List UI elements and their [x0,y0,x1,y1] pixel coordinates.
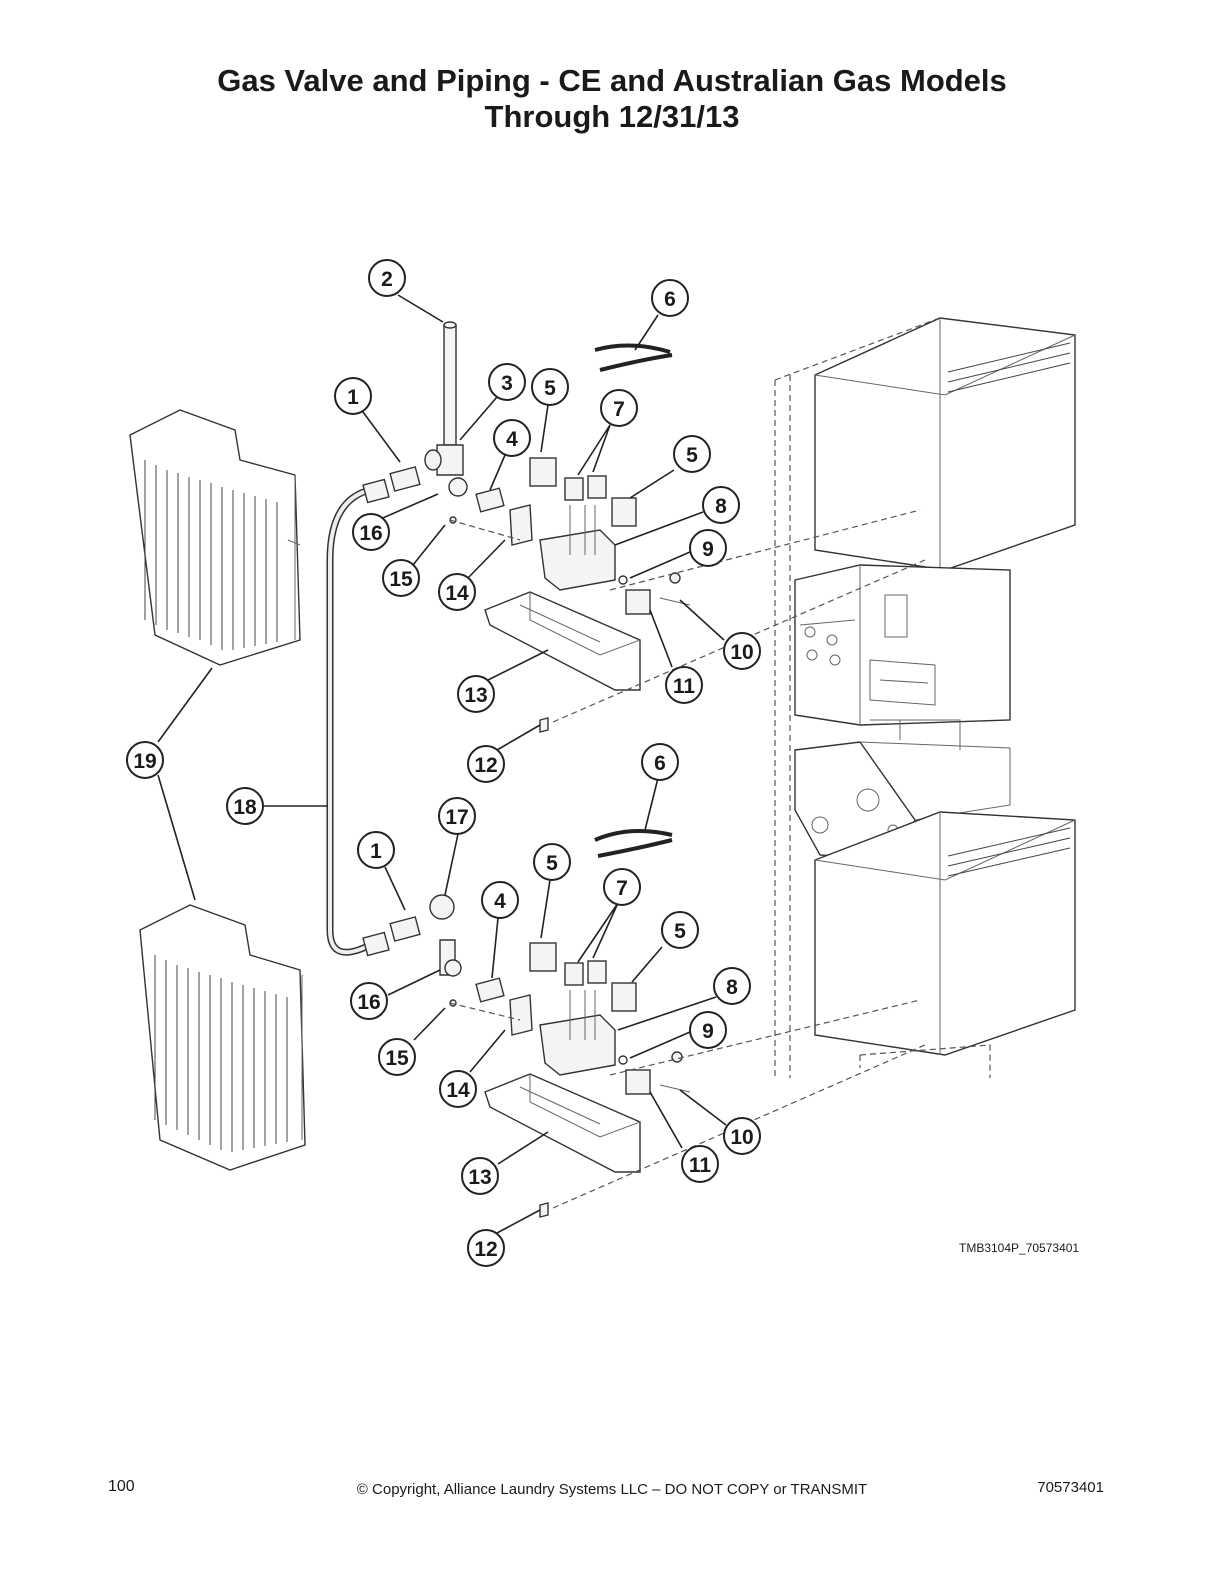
leader-lines [157,294,727,1234]
heat-shield-upper [129,409,301,666]
callout-8: 8 [702,486,740,524]
callout-5: 5 [673,435,711,473]
gas-supply-pipe [424,321,468,497]
svg-text:14: 14 [446,1079,470,1102]
callout-5: 5 [533,843,571,881]
callout-1: 1 [334,377,372,415]
svg-text:7: 7 [616,877,628,900]
svg-text:6: 6 [654,752,666,775]
callout-14: 14 [438,573,476,611]
upper-cabinet-vents [947,342,1071,393]
svg-text:15: 15 [385,1047,409,1070]
svg-text:5: 5 [546,852,558,875]
svg-text:18: 18 [233,796,257,819]
drawing-number: TMB3104P_70573401 [959,1241,1080,1255]
page-number: 100 [108,1478,135,1495]
svg-text:5: 5 [544,377,556,400]
callout-14: 14 [439,1070,477,1108]
callout-6: 6 [641,743,679,781]
svg-text:15: 15 [389,568,413,591]
callout-11: 11 [665,666,703,704]
copyright-notice: © Copyright, Alliance Laundry Systems LL… [356,1481,868,1498]
callout-11: 11 [681,1145,719,1183]
svg-text:8: 8 [726,976,738,999]
svg-text:6: 6 [664,288,676,311]
callout-10: 10 [723,632,761,670]
callout-4: 4 [481,881,519,919]
lower-cabinet-vents [947,827,1071,877]
svg-text:5: 5 [686,444,698,467]
callout-4: 4 [493,419,531,457]
heat-shield-lower [139,904,306,1171]
callout-16: 16 [350,982,388,1020]
flexible-gas-line [326,486,372,956]
callout-16: 16 [352,513,390,551]
svg-text:13: 13 [464,684,487,707]
lower-fittings [362,894,533,1036]
svg-text:8: 8 [715,495,727,518]
callout-9: 9 [689,1011,727,1049]
callout-6: 6 [651,279,689,317]
callout-12: 12 [467,745,505,783]
callout-7: 7 [600,389,638,427]
callout-5: 5 [531,368,569,406]
callout-3: 3 [488,363,526,401]
callout-9: 9 [689,529,727,567]
callout-8: 8 [713,967,751,1005]
callout-1: 1 [357,831,395,869]
shield-vent-slots-upper [144,460,278,650]
callout-18: 18 [226,787,264,825]
page-title: Gas Valve and Piping - CE and Australian… [217,63,1007,98]
callout-7: 7 [603,868,641,906]
svg-text:11: 11 [673,675,696,698]
callout-19: 19 [126,741,164,779]
svg-text:16: 16 [357,991,380,1014]
callout-17: 17 [438,797,476,835]
callout-5: 5 [661,911,699,949]
gas-valve-assembly-lower [529,942,691,1095]
svg-text:16: 16 [359,522,382,545]
svg-text:13: 13 [468,1166,491,1189]
valve-mounting-bracket-lower [484,1073,641,1173]
svg-text:1: 1 [347,386,359,409]
callout-15: 15 [382,559,420,597]
upper-fittings [362,466,533,546]
callout-13: 13 [457,675,495,713]
svg-text:17: 17 [445,806,468,829]
svg-text:2: 2 [381,268,393,291]
svg-text:4: 4 [494,890,506,913]
svg-text:3: 3 [501,372,513,395]
svg-text:10: 10 [730,641,753,664]
dryer-frame [774,317,1076,1078]
svg-text:19: 19 [133,750,156,773]
svg-text:9: 9 [702,538,714,561]
callout-10: 10 [723,1117,761,1155]
svg-text:10: 10 [730,1126,753,1149]
valve-mounting-bracket-upper [484,591,641,691]
svg-text:12: 12 [474,754,497,777]
svg-text:11: 11 [689,1154,712,1177]
document-number: 70573401 [1037,1479,1104,1496]
svg-text:5: 5 [674,920,686,943]
callout-15: 15 [378,1038,416,1076]
svg-text:9: 9 [702,1020,714,1043]
shield-vent-slots-lower [154,955,288,1152]
callout-12: 12 [467,1229,505,1267]
svg-text:7: 7 [613,398,625,421]
svg-text:1: 1 [370,840,382,863]
gas-valve-assembly-upper [529,457,691,615]
wire-harness-upper [594,343,673,372]
callout-13: 13 [461,1157,499,1195]
wire-harness-lower [594,829,673,858]
page-subtitle: Through 12/31/13 [484,99,740,134]
svg-text:14: 14 [445,582,469,605]
svg-text:12: 12 [474,1238,497,1261]
svg-text:4: 4 [506,428,518,451]
callout-2: 2 [368,259,406,297]
